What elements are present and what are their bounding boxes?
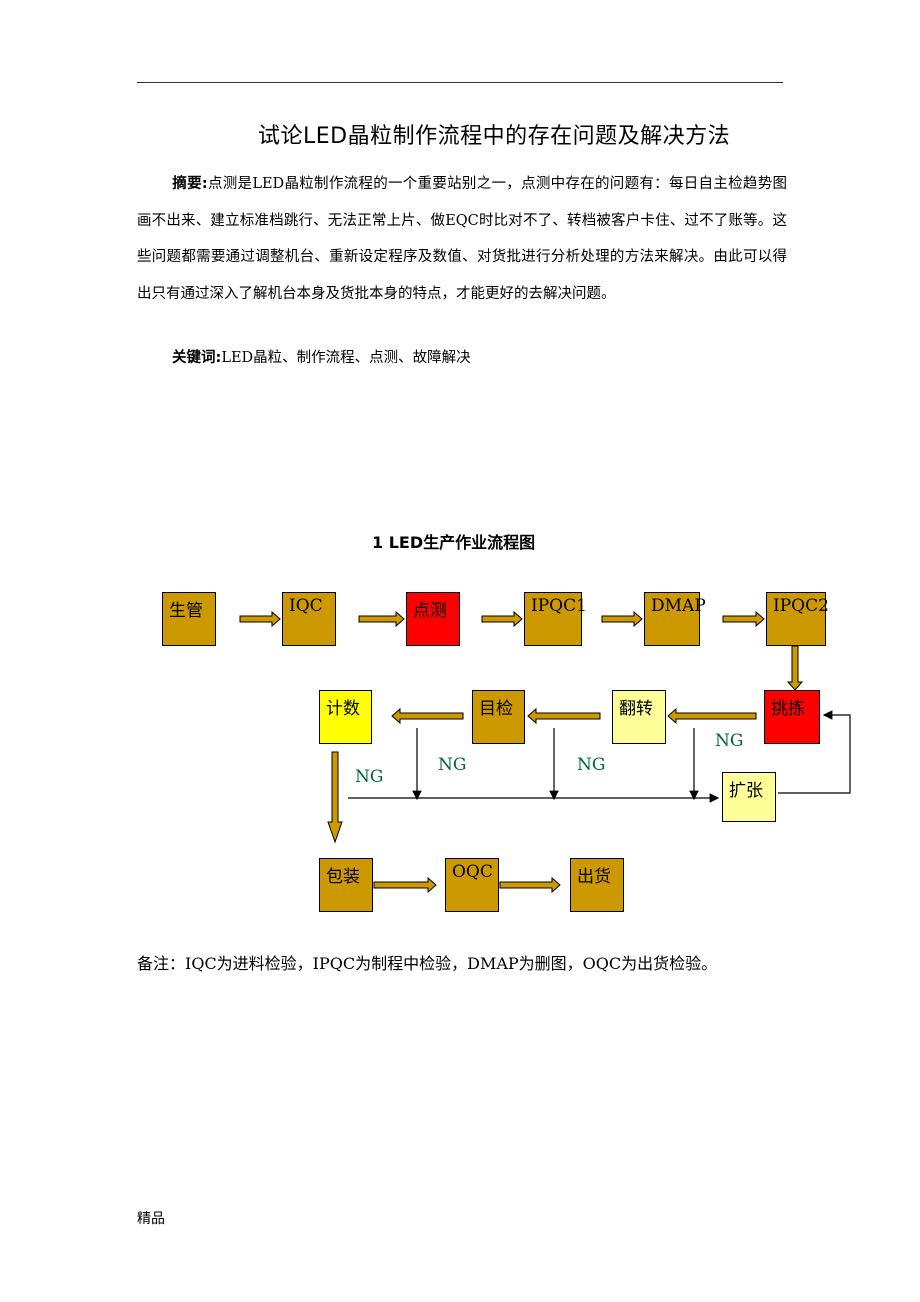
keywords-text: LED晶粒、制作流程、点测、故障解决 bbox=[221, 350, 471, 366]
page-title: 试论LED晶粒制作流程中的存在问题及解决方法 bbox=[258, 124, 731, 149]
node-jishu: 计数 bbox=[319, 690, 372, 744]
abstract-label: 摘要: bbox=[172, 176, 208, 192]
node-ipqc1: IPQC1 bbox=[524, 592, 587, 646]
abstract-text: 点测是LED晶粒制作流程的一个重要站别之一，点测中存在的问题有：每日自主检趋势图… bbox=[137, 176, 787, 302]
node-baozhuang: 包装 bbox=[319, 858, 373, 912]
arrow-fanzhuan-mujian bbox=[527, 707, 601, 725]
footer-text: 精品 bbox=[137, 1211, 165, 1227]
abstract-paragraph: 摘要:点测是LED晶粒制作流程的一个重要站别之一，点测中存在的问题有：每日自主检… bbox=[137, 166, 787, 312]
ng-label: NG bbox=[577, 755, 606, 775]
figure-title: 1 LED生产作业流程图 bbox=[372, 533, 536, 552]
arrow-ipqc2-tiaojian bbox=[786, 645, 804, 691]
header-rule bbox=[137, 82, 783, 83]
keywords-line: 关键词:LED晶粒、制作流程、点测、故障解决 bbox=[137, 346, 471, 367]
arrow-iqc-dianche bbox=[358, 610, 405, 628]
ng-label: NG bbox=[715, 731, 744, 751]
node-ipqc2: IPQC2 bbox=[766, 592, 829, 646]
arrow-dianche-ipqc1 bbox=[481, 610, 523, 628]
ng-label: NG bbox=[355, 767, 384, 787]
node-dianche: 点测 bbox=[406, 592, 460, 646]
arrow-dmap-ipqc2 bbox=[722, 610, 765, 628]
arrow-baozhuang-oqc bbox=[373, 876, 437, 894]
ng-label: NG bbox=[438, 755, 467, 775]
arrow-shengguan-iqc bbox=[239, 610, 281, 628]
node-mujian: 目检 bbox=[472, 690, 525, 744]
figure-note: 备注：IQC为进料检验，IPQC为制程中检验，DMAP为删图，OQC为出货检验。 bbox=[137, 954, 718, 973]
arrow-oqc-chuhuo bbox=[499, 876, 561, 894]
node-kuozhang: 扩张 bbox=[722, 772, 776, 822]
arrow-tiaojian-fanzhuan bbox=[667, 707, 757, 725]
arrow-jishu-baozhuang bbox=[327, 751, 343, 844]
node-oqc: OQC bbox=[445, 858, 499, 912]
node-dmap: DMAP bbox=[644, 592, 706, 646]
node-tiaojian: 挑拣 bbox=[764, 690, 820, 744]
node-iqc: IQC bbox=[282, 592, 336, 646]
node-chuhuo: 出货 bbox=[570, 858, 624, 912]
arrow-mujian-jishu bbox=[391, 707, 464, 725]
arrow-ipqc1-dmap bbox=[601, 610, 643, 628]
keywords-label: 关键词: bbox=[172, 350, 222, 366]
node-shengguan: 生管 bbox=[162, 592, 216, 646]
loop-kuozhang-tiaojian bbox=[778, 710, 851, 794]
node-fanzhuan: 翻转 bbox=[612, 690, 666, 744]
